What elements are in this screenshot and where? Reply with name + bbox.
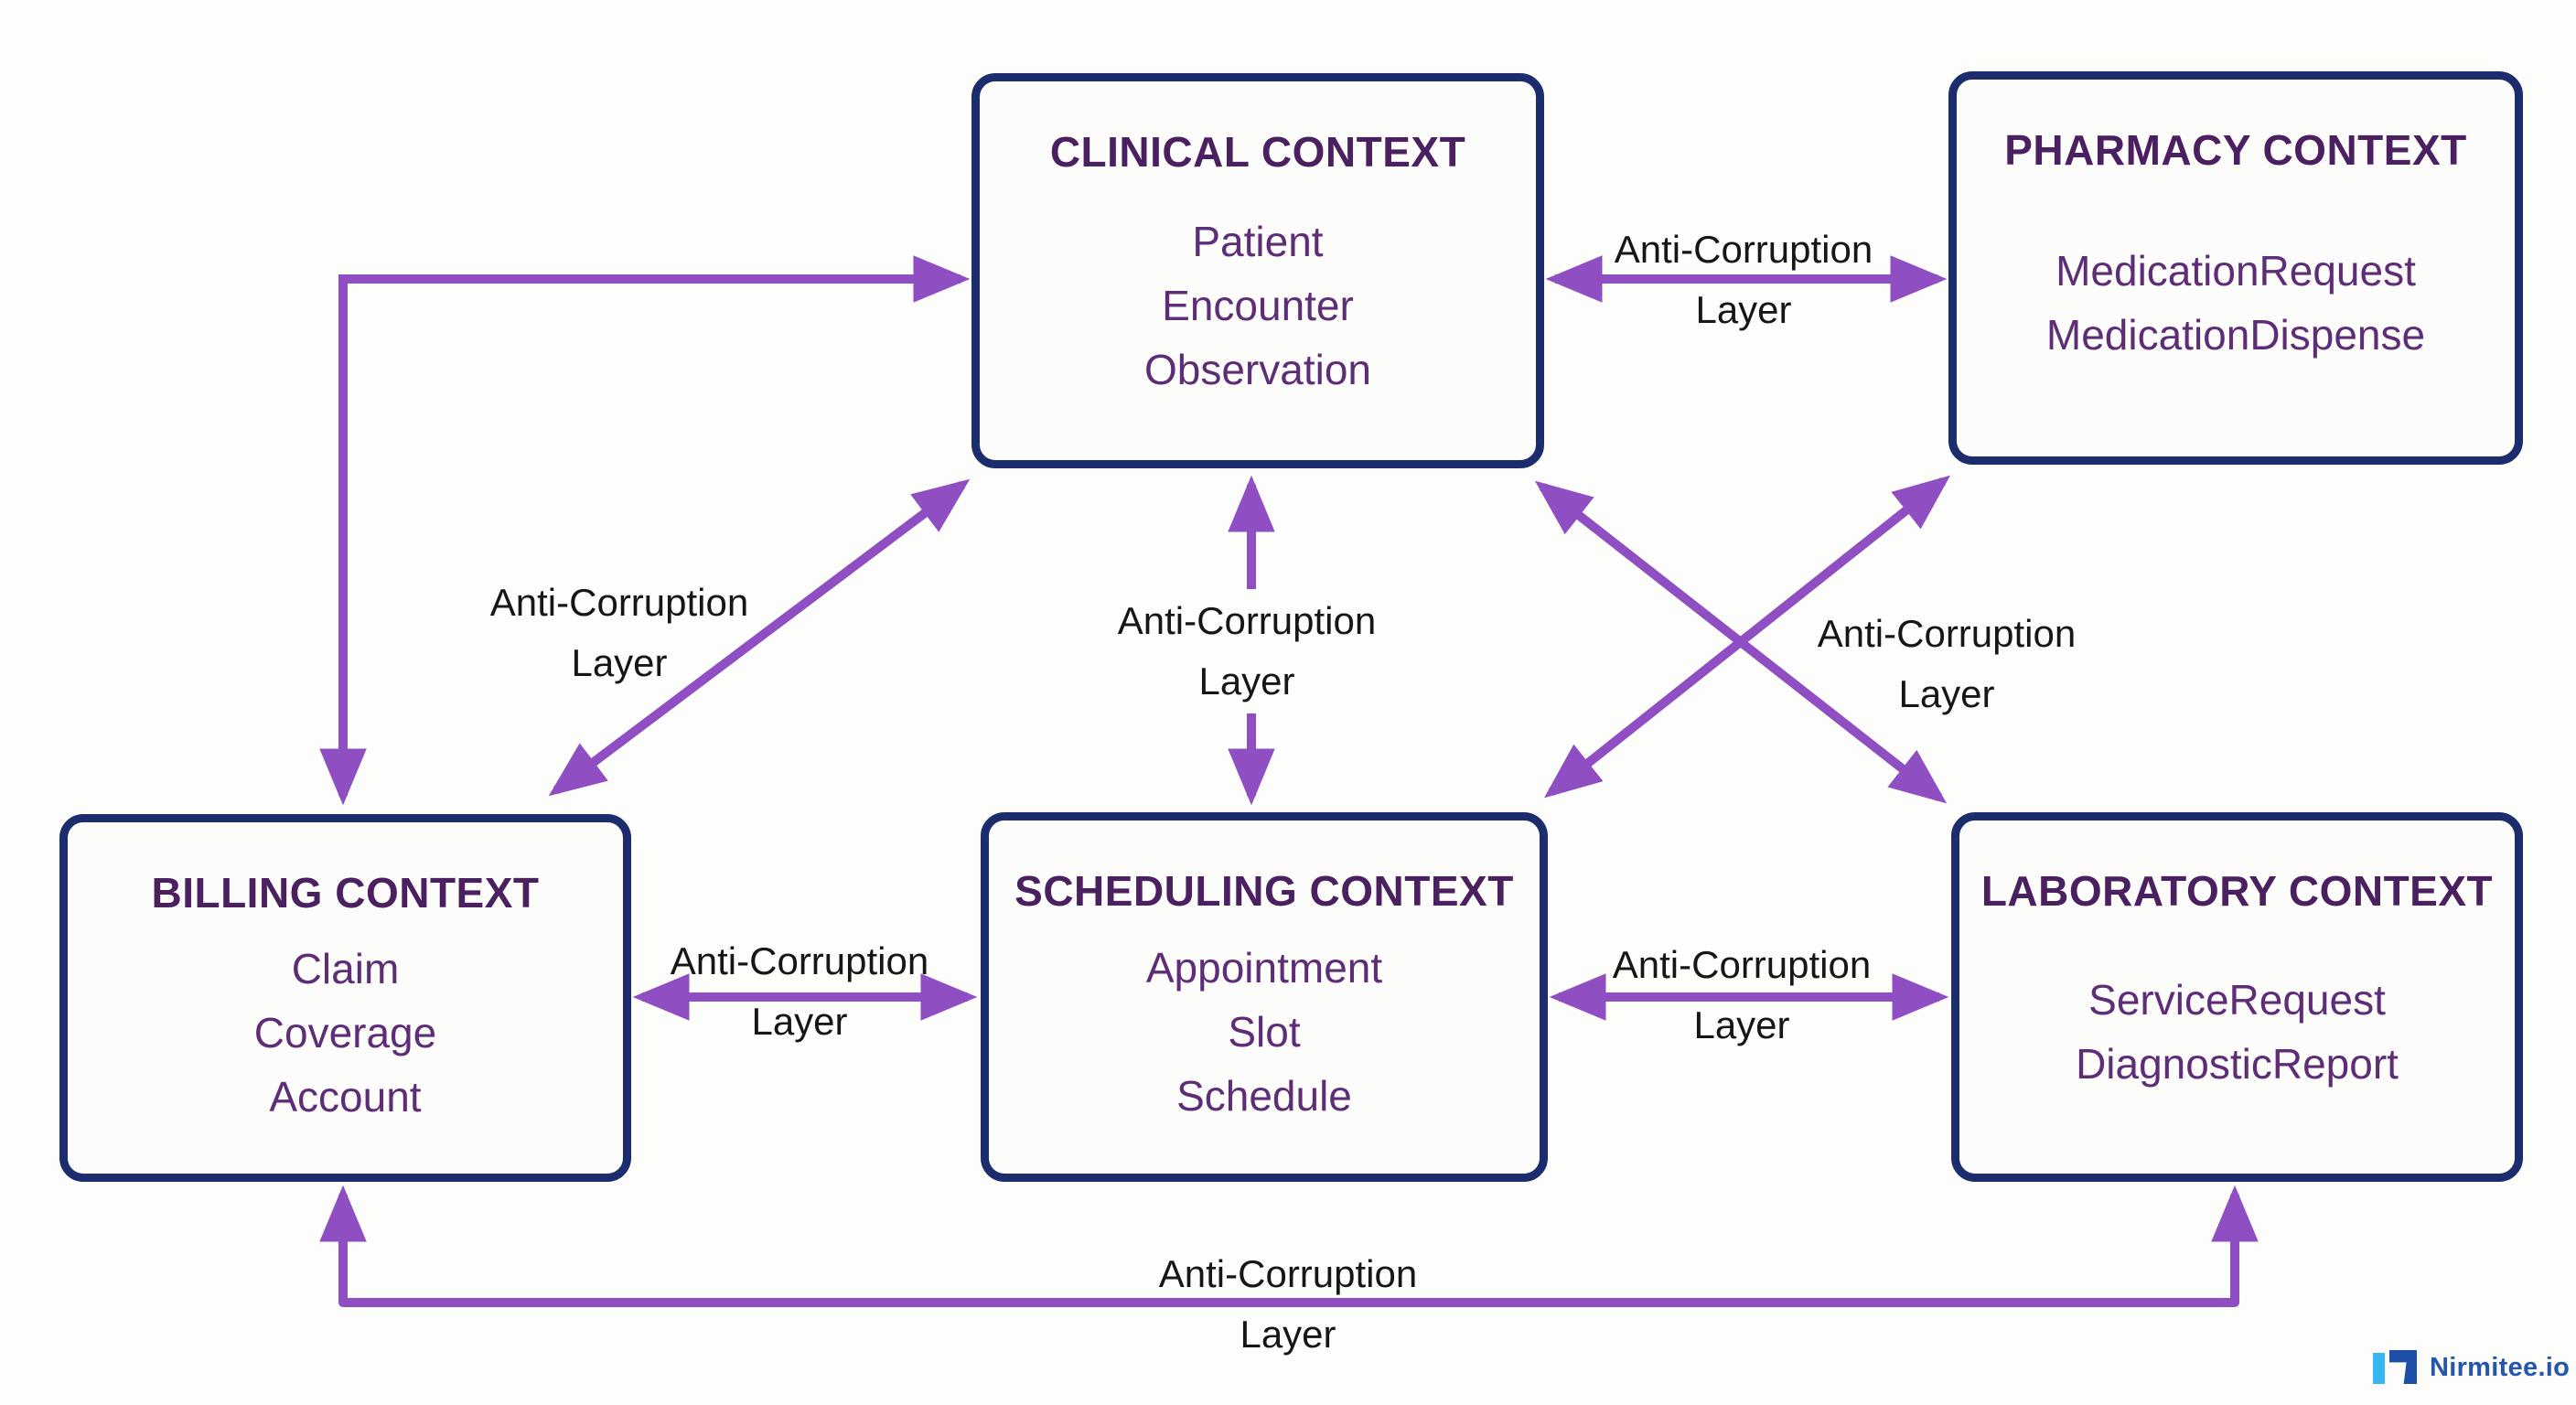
acl-label-cross-connections: Anti-Corruption Layer — [1817, 612, 2077, 715]
acl-label-clinical-billing: Anti-Corruption Layer — [489, 581, 749, 684]
arrow-clinical-billing-diagonal — [548, 478, 971, 797]
entity: Account — [269, 1073, 422, 1121]
entity: Claim — [291, 945, 400, 992]
context-box-billing: BILLING CONTEXT Claim Coverage Account — [59, 814, 631, 1182]
entity: Patient — [1192, 218, 1324, 265]
entity: Observation — [1143, 346, 1371, 393]
acl-label-billing-scheduling: Anti-Corruption Layer — [670, 939, 929, 1043]
arrow-pharmacy-scheduling-diagonal — [1543, 475, 1951, 799]
acl-label-clinical-pharmacy: Anti-Corruption Layer — [1614, 228, 1873, 331]
context-title-pharmacy: PHARMACY CONTEXT — [2004, 126, 2467, 174]
entity: MedicationRequest — [2055, 247, 2416, 295]
entity: ServiceRequest — [2088, 976, 2386, 1024]
context-box-laboratory: LABORATORY CONTEXT ServiceRequest Diagno… — [1951, 812, 2523, 1182]
nirmitee-logo: Nirmitee.io — [2373, 1350, 2570, 1385]
context-entities-laboratory: ServiceRequest DiagnosticReport — [2076, 916, 2399, 1174]
context-entities-clinical: Patient Encounter Observation — [1144, 177, 1371, 460]
context-box-clinical: CLINICAL CONTEXT Patient Encounter Obser… — [971, 73, 1544, 468]
context-box-pharmacy: PHARMACY CONTEXT MedicationRequest Medic… — [1948, 71, 2523, 465]
context-box-scheduling: SCHEDULING CONTEXT Appointment Slot Sche… — [981, 812, 1548, 1182]
context-title-clinical: CLINICAL CONTEXT — [1049, 128, 1466, 176]
context-entities-billing: Claim Coverage Account — [254, 917, 436, 1174]
nirmitee-logo-icon — [2373, 1350, 2417, 1385]
entity: Appointment — [1145, 944, 1383, 992]
entity: Slot — [1228, 1008, 1301, 1056]
acl-label-scheduling-laboratory: Anti-Corruption Layer — [1612, 943, 1872, 1046]
context-title-laboratory: LABORATORY CONTEXT — [1980, 867, 2494, 915]
entity: Encounter — [1162, 282, 1354, 329]
nirmitee-logo-text: Nirmitee.io — [2430, 1352, 2571, 1382]
entity: MedicationDispense — [2045, 311, 2426, 359]
context-title-scheduling: SCHEDULING CONTEXT — [1014, 867, 1514, 915]
arrow-billing-laboratory-elbow — [319, 1185, 2259, 1307]
acl-label-billing-laboratory: Anti-Corruption Layer — [1158, 1252, 1418, 1356]
context-entities-pharmacy: MedicationRequest MedicationDispense — [2046, 175, 2425, 456]
entity: DiagnosticReport — [2076, 1040, 2399, 1088]
acl-label-clinical-scheduling: Anti-Corruption Layer — [1104, 589, 1390, 713]
entity: Schedule — [1176, 1072, 1352, 1120]
entity: Coverage — [253, 1009, 437, 1056]
context-title-billing: BILLING CONTEXT — [151, 869, 540, 917]
context-entities-scheduling: Appointment Slot Schedule — [1146, 916, 1382, 1174]
